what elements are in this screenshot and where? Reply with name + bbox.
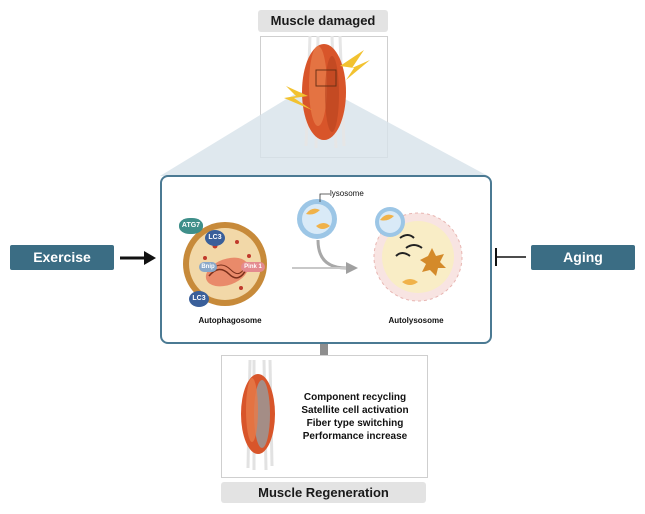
muscle-regeneration-label: Muscle Regeneration xyxy=(221,482,426,503)
lysosome-pointer xyxy=(319,193,330,202)
bnip-marker: Bnip xyxy=(199,262,217,272)
aging-box: Aging xyxy=(531,245,635,270)
damaged-muscle-illustration xyxy=(284,36,370,149)
outcome-satellite-cell-activation: Satellite cell activation xyxy=(301,405,409,416)
outcome-fiber-type-switching: Fiber type switching xyxy=(306,418,404,429)
pink1-marker: Pink 1 xyxy=(241,262,265,272)
muscle-damaged-label: Muscle damaged xyxy=(258,10,388,32)
regenerated-muscle-illustration xyxy=(241,360,275,471)
lc3-marker-bottom: LC3 xyxy=(189,291,209,307)
autolysosome-illustration xyxy=(373,207,463,302)
outcome-list: Component recycling Satellite cell activ… xyxy=(290,391,420,443)
fusion-arrow xyxy=(292,239,358,274)
lysosome-illustration xyxy=(297,199,337,239)
exercise-arrow xyxy=(120,251,156,265)
atg7-marker: ATG7 xyxy=(179,218,203,234)
outcome-performance-increase: Performance increase xyxy=(302,431,408,442)
autophagosome-caption: Autophagosome xyxy=(198,316,262,325)
lysosome-label: lysosome xyxy=(330,189,364,198)
exercise-box: Exercise xyxy=(10,245,114,270)
outcome-component-recycling: Component recycling xyxy=(303,392,407,403)
autolysosome-caption: Autolysosome xyxy=(388,316,444,325)
aging-inhibitor xyxy=(495,248,526,266)
lc3-marker-top: LC3 xyxy=(205,230,225,246)
